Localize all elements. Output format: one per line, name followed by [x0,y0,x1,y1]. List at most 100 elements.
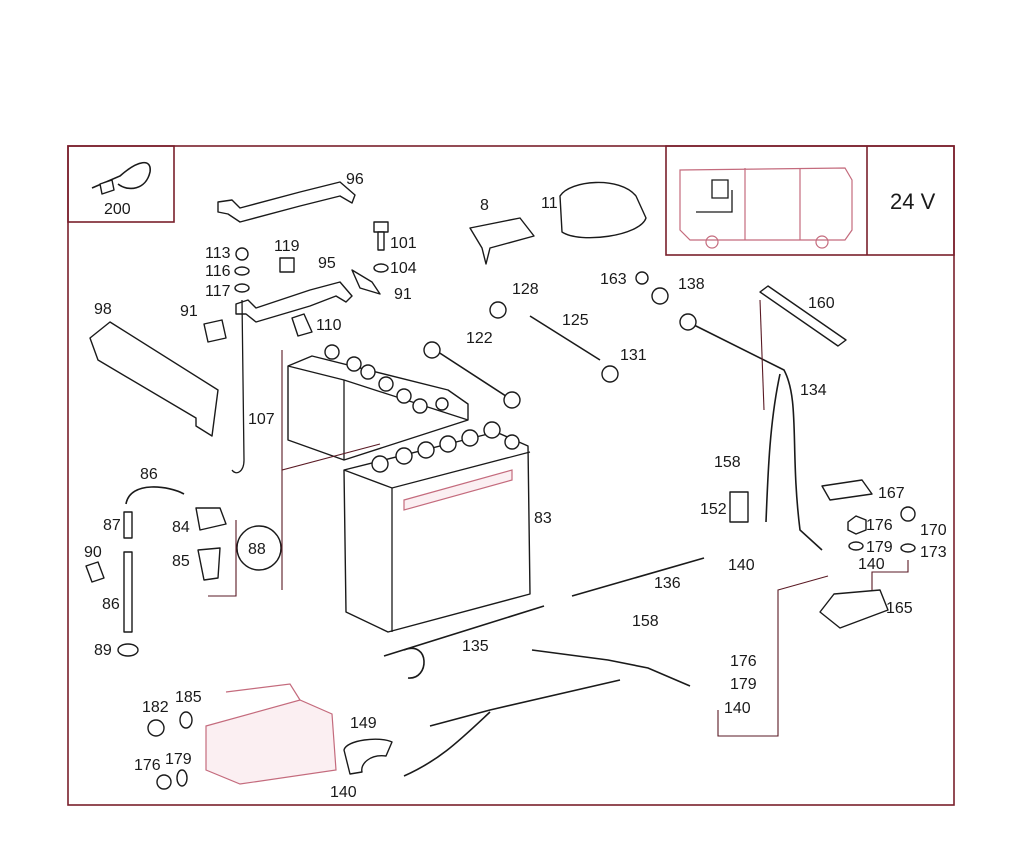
callout-140-mid: 140 [728,557,755,574]
callout-158-lower: 158 [632,613,659,630]
callout-101: 101 [390,235,417,252]
cable-158-upper-icon [765,373,781,523]
callout-165: 165 [886,600,913,617]
callout-96: 96 [346,171,364,188]
callout-119: 119 [274,238,300,255]
callout-140-bottom: 140 [330,784,357,801]
hose-86-upper-icon [125,486,185,505]
callout-110: 110 [316,317,342,334]
terminal-block-165-icon [819,589,889,629]
callout-128: 128 [512,281,539,298]
callout-83: 83 [534,510,552,527]
callout-8: 8 [480,197,489,214]
callout-116: 116 [205,263,231,280]
callout-86-lower: 86 [102,596,120,613]
callout-170: 170 [920,522,947,539]
callout-107: 107 [248,411,275,428]
terminal-clamp-138-icon [635,271,669,305]
leader-lines [208,299,909,737]
harness-158-lower-icon [429,679,621,727]
callout-90: 90 [84,544,102,561]
callout-84: 84 [172,519,190,536]
callout-113: 113 [205,245,231,262]
battery-cable-125-icon [489,301,619,383]
cable-136-icon [571,557,705,597]
callout-122: 122 [466,330,493,347]
callout-179-left: 179 [165,751,192,768]
grommet-89-icon [117,643,139,657]
callout-176-left: 176 [134,757,161,774]
cable-134-icon [687,321,823,551]
terminal-134-icon [679,313,697,331]
callout-86-upper: 86 [140,466,158,483]
hose-86-lower-icon [123,551,133,633]
callout-152: 152 [700,501,727,518]
callout-131: 131 [620,347,647,364]
callout-179-lower: 179 [730,676,757,693]
callout-circle-88-icon [236,525,282,571]
callout-135: 135 [462,638,489,655]
bolt-101-icon [373,221,389,273]
vehicle-outline-icon [679,167,853,249]
clip-91-right-icon [351,269,381,295]
callout-149: 149 [350,715,377,732]
bracket-96-icon [217,181,356,223]
vehicle-location-inset [665,145,955,256]
callout-160: 160 [808,295,835,312]
boot-149-icon [343,738,393,775]
callout-117: 117 [205,283,231,300]
diagram-frame [67,145,955,806]
callout-185: 185 [175,689,202,706]
battery-cap-11-icon [559,181,647,239]
callout-182: 182 [142,699,169,716]
nut-washer-stack-icon [234,247,250,293]
cable-tie-icon [91,161,151,195]
harness-158-icon [531,649,691,687]
sleeve-160-icon [759,285,847,347]
callout-167: 167 [878,485,905,502]
rod-107-icon [231,299,245,474]
terminal-cover-8-icon [469,217,535,265]
callout-176-lower: 176 [730,653,757,670]
callout-134: 134 [800,382,827,399]
hardware-182-185-icon [147,711,193,790]
cable-135-loop-icon [403,647,425,679]
callout-91-left: 91 [180,303,198,320]
callout-98: 98 [94,301,112,318]
battery-tray-98-icon [89,321,219,437]
callout-163: 163 [600,271,627,288]
hardware-176-179-icon [847,506,916,553]
plug-85-icon [197,547,221,581]
callout-200: 200 [104,201,131,218]
starter-motor-icon [205,683,337,785]
cap-119-icon [279,257,295,273]
callout-136: 136 [654,575,681,592]
clip-110-icon [291,313,313,337]
callout-140-right: 140 [858,556,885,573]
spacer-152-icon [729,491,749,523]
callout-labels: 200 96 8 11 101 104 113 116 117 119 95 9… [84,171,947,801]
callout-11: 11 [541,195,558,212]
clip-91-left-icon [203,319,227,343]
clip-90-icon [85,561,105,583]
callout-176-right: 176 [866,517,893,534]
callout-140-lower: 140 [724,700,751,717]
callout-158-upper: 158 [714,454,741,471]
battery-cable-122-icon [423,341,521,409]
voltage-label: 24 V [890,189,936,214]
cover-167-icon [821,479,873,501]
connector-87-icon [123,511,133,539]
callout-87: 87 [103,517,121,534]
callout-179-right: 179 [866,539,893,556]
callout-104: 104 [390,260,417,277]
callout-173: 173 [920,544,947,561]
callout-91-right: 91 [394,286,412,303]
callout-88: 88 [248,541,266,558]
cable-tie-inset [67,145,175,223]
front-battery-83-icon [343,421,531,633]
callout-125: 125 [562,312,589,329]
callout-95: 95 [318,255,336,272]
callout-85: 85 [172,553,190,570]
callout-89: 89 [94,642,112,659]
